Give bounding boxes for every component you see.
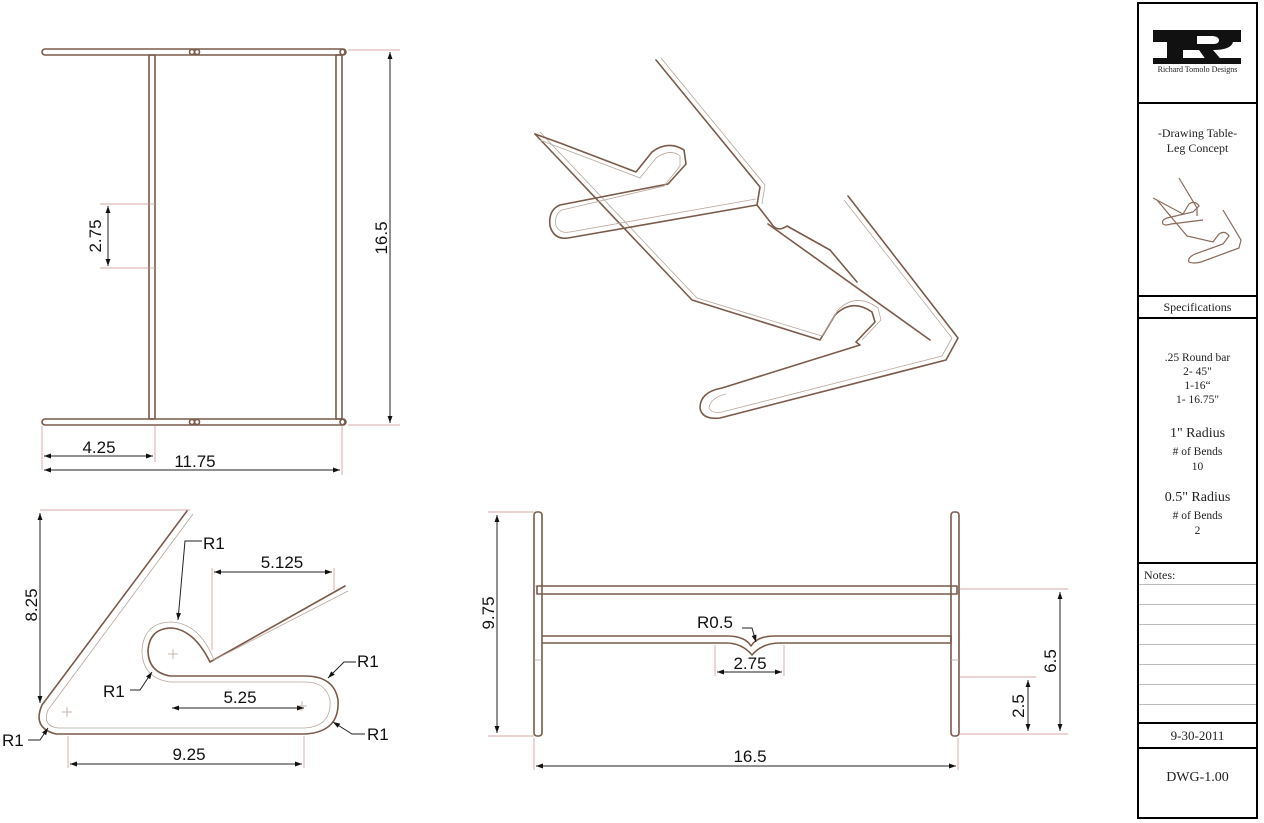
top-view-offset-dim: 4.25	[82, 438, 115, 457]
iso-frame-upper	[534, 133, 858, 283]
front-view-top-bar	[536, 585, 958, 595]
notes-section: Notes:	[1139, 564, 1256, 724]
front-view-height-dim: 9.75	[479, 596, 498, 629]
front-view-notch-width: 2.75	[733, 654, 766, 673]
front-view-width-dim: 16.5	[733, 747, 766, 766]
radius-1-bends-count: 10	[1191, 461, 1204, 473]
side-view-radius-bottom-right: R1	[367, 725, 389, 744]
side-view: 8.25 5.125 5.25 9.25 R1 R1 R1 R1 R1	[2, 509, 389, 768]
drawing-title-line1: -Drawing Table-	[1157, 126, 1238, 140]
top-view-upper-bar	[41, 48, 346, 56]
top-view: 16.5 2.75 4.25 11.75	[41, 48, 400, 475]
front-view-right-post	[950, 511, 960, 737]
side-view-profile	[38, 510, 346, 735]
front-view-low-height-dim: 2.5	[1009, 694, 1028, 718]
company-name: Richard Tomolo Designs	[1157, 65, 1238, 74]
side-view-rise-dim: 8.25	[22, 588, 41, 621]
front-view-left-post	[533, 511, 543, 737]
top-view-lower-bar	[41, 418, 346, 426]
spec-cut-3: 1- 16.75"	[1175, 394, 1220, 406]
company-logo	[1153, 30, 1241, 64]
drawing-number: DWG-1.00	[1166, 770, 1229, 785]
leg-thumbnail-image	[1153, 177, 1242, 264]
radius-2-bends-label: # of Bends	[1172, 510, 1223, 522]
spec-cut-1: 2- 45"	[1183, 366, 1212, 378]
top-view-height-dim: 16.5	[372, 221, 391, 254]
side-view-radius-top: R1	[203, 534, 225, 553]
radius-2-bends-count: 2	[1194, 525, 1201, 537]
side-view-radius-right: R1	[357, 652, 379, 671]
radius-2-label: 0.5" Radius	[1164, 490, 1231, 505]
iso-rear-leg	[655, 59, 761, 206]
front-view: 9.75 R0.5 2.75 16.5 6.5 2.5	[479, 511, 1068, 770]
front-view-bar-height-dim: 6.5	[1041, 649, 1060, 673]
top-view-width-dim: 11.75	[174, 452, 215, 471]
side-view-radius-bottom-left: R1	[2, 731, 24, 750]
notes-label: Notes:	[1144, 568, 1176, 582]
spec-cut-2: 1-16“	[1184, 380, 1211, 392]
spec-material: .25 Round bar	[1164, 352, 1231, 364]
side-view-inner-dim: 5.25	[223, 688, 256, 707]
iso-frame-lower	[534, 133, 959, 420]
side-view-radius-left: R1	[103, 682, 125, 701]
front-view-lower-rail	[541, 635, 952, 656]
title-section: -Drawing Table- Leg Concept	[1139, 104, 1256, 297]
drawing-title-line2: Leg Concept	[1166, 141, 1229, 155]
top-view-right-member	[335, 54, 343, 420]
specifications-header: Specifications	[1139, 297, 1256, 319]
top-view-gap-dim: 2.75	[86, 219, 105, 252]
side-view-arm-dim: 5.125	[261, 553, 304, 572]
logo-section: Richard Tomolo Designs	[1139, 4, 1256, 104]
radius-1-bends-label: # of Bends	[1172, 446, 1223, 458]
top-view-left-member	[148, 54, 156, 420]
isometric-view	[534, 57, 959, 420]
front-view-notch-radius: R0.5	[697, 613, 733, 632]
drawing-date: 9-30-2011	[1139, 724, 1256, 749]
specifications-section: .25 Round bar 2- 45" 1-16“ 1- 16.75" 1" …	[1139, 319, 1256, 564]
side-view-base-dim: 9.25	[172, 745, 205, 764]
radius-1-label: 1" Radius	[1169, 426, 1226, 441]
title-block: Richard Tomolo Designs -Drawing Table- L…	[1137, 2, 1258, 819]
